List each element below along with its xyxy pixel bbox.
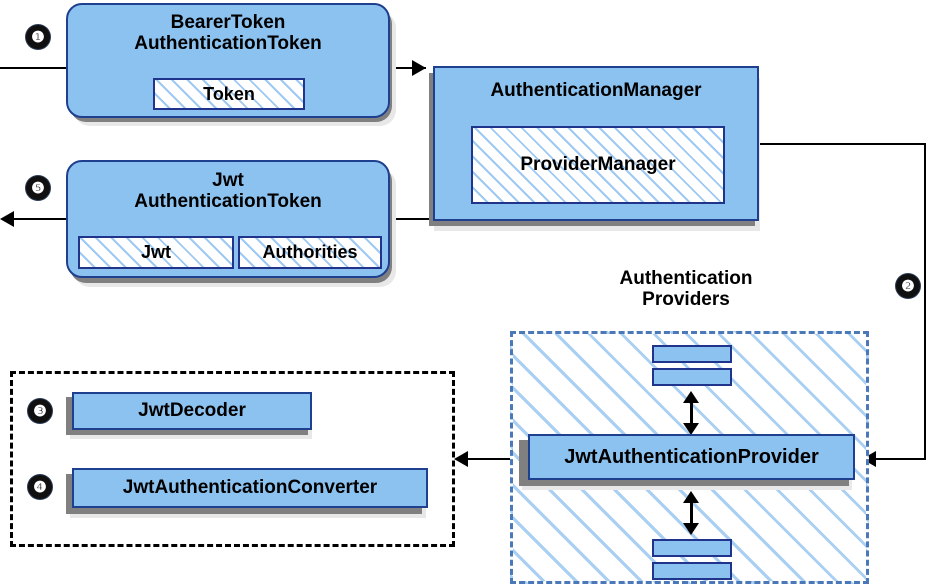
badge-step-2: ❷ [896,274,920,298]
badge-step-4-label: ❹ [33,478,47,496]
connector-response-out-line [6,218,70,220]
authentication-providers-caption-line1: Authentication [619,268,753,289]
badge-step-4: ❹ [28,475,52,499]
connector-response-out-arrow [0,211,14,227]
authentication-manager-title: AuthenticationManager [490,80,702,101]
jwt-token-compartment-jwt-label: Jwt [140,242,171,262]
bearer-token-title-line2: AuthenticationToken [134,33,322,55]
jwt-token-compartment-authorities[interactable]: Authorities [238,236,382,269]
node-jwt-authentication-token[interactable]: Jwt AuthenticationToken Jwt Authorities [66,160,390,278]
jwt-decoder-label: JwtDecoder [138,400,246,421]
authentication-manager-compartment-provider-manager[interactable]: ProviderManager [471,126,725,204]
bearer-token-compartment-token[interactable]: Token [153,78,305,110]
badge-step-3: ❸ [28,399,52,423]
bearer-token-title-line1: BearerToken [170,12,286,33]
badge-step-5-label: ❺ [31,179,45,197]
badge-step-1-label: ❶ [31,28,45,46]
node-jwt-authentication-converter[interactable]: JwtAuthenticationConverter [72,468,428,508]
connector-manager-to-jwt-token-line [388,218,433,220]
connector-manager-to-provider-vertical [924,143,926,460]
provider-bar-3 [652,539,732,557]
authentication-providers-caption: Authentication Providers [566,268,806,311]
badge-step-2-label: ❷ [901,277,915,295]
badge-step-1: ❶ [26,25,50,49]
provider-up-arrowhead-down [683,423,699,435]
jwt-token-compartment-jwt[interactable]: Jwt [78,236,234,269]
connector-manager-in-arrow [412,60,426,76]
authentication-providers-caption-line2: Providers [642,289,730,311]
connector-provider-to-support-line [468,458,528,460]
provider-bar-1 [652,345,732,363]
jwt-authentication-converter-label: JwtAuthenticationConverter [122,477,378,498]
connector-provider-to-support-arrow [454,451,468,467]
jwt-token-compartment-authorities-label: Authorities [262,242,358,262]
provider-up-arrowhead [683,391,699,403]
provider-down-arrowhead-up [683,491,699,503]
connector-manager-in-line [388,67,426,69]
connector-manager-to-provider-top [758,143,926,145]
group-jwt-support [10,371,455,547]
jwt-token-title-line2: AuthenticationToken [134,191,322,213]
node-jwt-decoder[interactable]: JwtDecoder [72,392,312,430]
badge-step-3-label: ❸ [33,402,47,420]
jwt-authentication-provider-label: JwtAuthenticationProvider [564,445,819,468]
provider-down-line [690,499,693,527]
node-bearer-token-authentication-token[interactable]: BearerToken AuthenticationToken Token [66,3,390,118]
provider-up-line [690,399,693,427]
jwt-token-title-line1: Jwt [212,170,244,191]
connector-request-in-line [0,67,70,69]
provider-bar-4 [652,562,732,580]
connector-manager-to-provider-bottom [876,458,926,460]
badge-step-5: ❺ [26,176,50,200]
provider-manager-label: ProviderManager [520,154,676,175]
bearer-token-compartment-token-label: Token [203,83,255,104]
node-authentication-manager[interactable]: AuthenticationManager ProviderManager [433,66,759,221]
provider-bar-2 [652,368,732,386]
node-jwt-authentication-provider[interactable]: JwtAuthenticationProvider [528,434,855,480]
provider-down-arrowhead [683,523,699,535]
